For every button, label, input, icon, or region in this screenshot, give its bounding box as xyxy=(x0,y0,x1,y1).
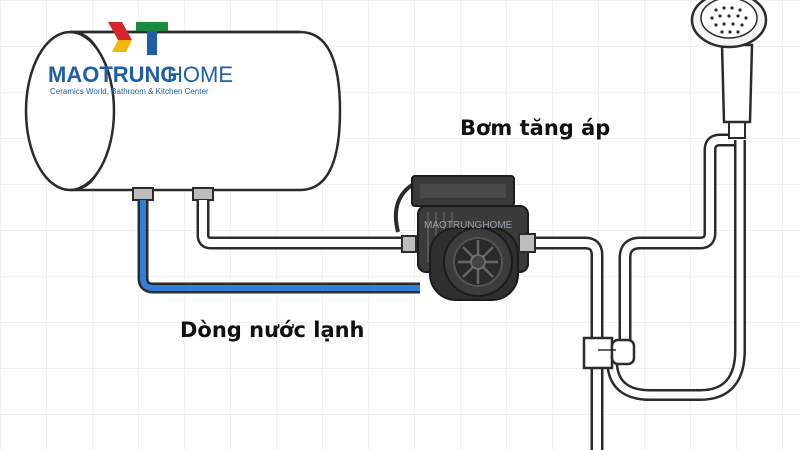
pipe-tank-to-pump xyxy=(199,200,405,247)
tank-hot-fitting xyxy=(192,187,214,201)
cold-water-pipe xyxy=(140,200,420,291)
shower-hose xyxy=(608,140,744,399)
pump-label: Bơm tăng áp xyxy=(460,116,611,140)
pipe-tee-fitting xyxy=(582,336,636,370)
pump-watermark: MAOTRUNGHOME xyxy=(424,220,513,231)
brand-logo-mark xyxy=(108,22,168,55)
cold-water-label: Dòng nước lạnh xyxy=(180,318,365,342)
pipe-pump-to-tee xyxy=(530,239,601,450)
brand-tagline: Ceramics World, Bathroom & Kitchen Cente… xyxy=(50,87,209,96)
brand-name-part1: MAOTRUNG xyxy=(48,62,178,87)
brand-name-part2: HOME xyxy=(167,62,233,87)
pipe-tee-to-shower xyxy=(621,136,740,345)
booster-pump xyxy=(393,175,536,301)
water-heater-tank xyxy=(24,30,342,192)
shower-head xyxy=(690,0,768,139)
pump-cable xyxy=(393,183,414,233)
tank-cold-fitting xyxy=(132,187,154,201)
